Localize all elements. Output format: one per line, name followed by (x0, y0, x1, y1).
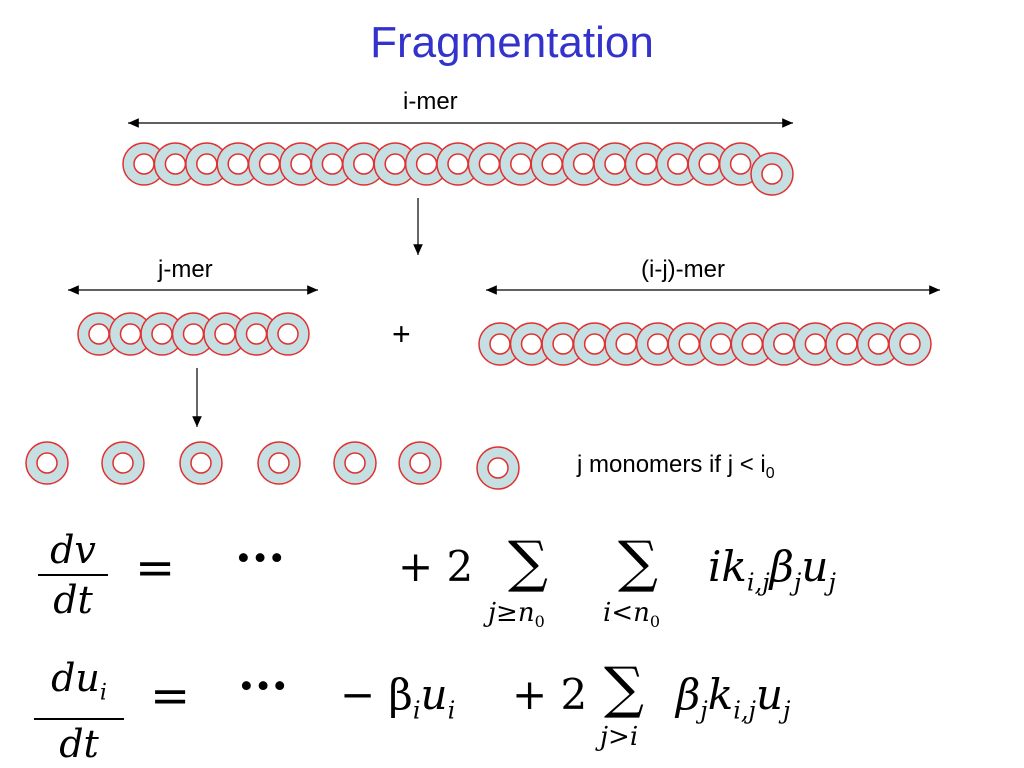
imer-label: i-mer (403, 88, 458, 115)
fragmentation-diagram (25, 118, 940, 490)
eq2-body: βjki,juj (676, 670, 791, 725)
ijmer-ring (793, 322, 838, 366)
imer-ring (216, 142, 260, 186)
eq1-sum2: ∑ (618, 530, 658, 595)
eq1-dots: ··· (235, 530, 286, 586)
slide-title: Fragmentation (370, 18, 654, 67)
jmer-label: j-mer (158, 256, 213, 283)
imer-ring (373, 142, 417, 186)
ijmer-ring (825, 322, 869, 366)
ijmer-ring (730, 322, 775, 366)
monomer-ring (398, 441, 442, 485)
monomer-ring (101, 441, 145, 485)
ijmer-ring (699, 322, 743, 366)
imer-ring (750, 152, 794, 196)
imer-ring (310, 142, 355, 186)
ijmer-ring (888, 322, 932, 366)
monomer-ring (257, 441, 301, 485)
imer-ring (687, 142, 731, 186)
imer-ring (499, 142, 543, 186)
imer-ring (467, 142, 512, 186)
imer-ring (624, 142, 669, 186)
eq2-dots: ··· (238, 658, 289, 714)
eq1-sum1-sub: j≥n0 (488, 598, 545, 632)
monomer-ring (179, 441, 223, 485)
ijmer-ring (667, 322, 711, 366)
ijmer-ring (572, 322, 617, 366)
eq1-fraction: dv dt (38, 528, 108, 622)
ijmer-label: (i-j)-mer (641, 256, 725, 283)
monomers-label: j monomers if j < i0 (577, 451, 775, 483)
eq2-numerator: dui (51, 656, 107, 706)
ijmer-ring (762, 322, 806, 366)
jmer-ring (266, 312, 310, 356)
eq2-sum-sub: j>i (600, 722, 639, 752)
eq2-fraction: dui dt (34, 656, 124, 766)
monomer-ring (476, 446, 520, 490)
ijmer-ring (604, 322, 648, 366)
eq1-sum2-sub: i<n0 (603, 598, 661, 632)
plus-sign: + (392, 316, 411, 352)
jmer-ring (77, 312, 121, 356)
imer-ring (561, 142, 606, 186)
eq1-sum1: ∑ (508, 530, 548, 595)
monomer-ring (25, 441, 69, 485)
eq2-term1: − βiui (340, 670, 456, 725)
jmer-ring (140, 312, 184, 356)
eq1-numerator: dv (50, 528, 96, 572)
ijmer-ring (856, 322, 901, 366)
eq1-term: + 2 (398, 542, 474, 591)
eq2-denominator: dt (59, 721, 99, 766)
eq1-denominator: dt (53, 578, 93, 622)
monomers-subscript: 0 (765, 464, 775, 482)
imer-ring (185, 142, 229, 186)
jmer-ring (203, 312, 247, 356)
eq1-equals: = (135, 540, 176, 596)
eq2-term2: + 2 (512, 670, 588, 719)
imer-ring (530, 142, 574, 186)
ijmer-ring (541, 322, 585, 366)
monomer-ring (333, 441, 377, 485)
ijmer-ring (478, 322, 522, 366)
imer-ring (247, 142, 292, 186)
eq1-body: iki,jβjuj (708, 542, 836, 597)
monomers-text: j monomers if j < i (577, 451, 766, 478)
eq2-sum: ∑ (604, 656, 644, 721)
jmer-ring (171, 312, 216, 356)
eq2-equals: = (150, 668, 191, 724)
ijmer-ring (509, 322, 554, 366)
